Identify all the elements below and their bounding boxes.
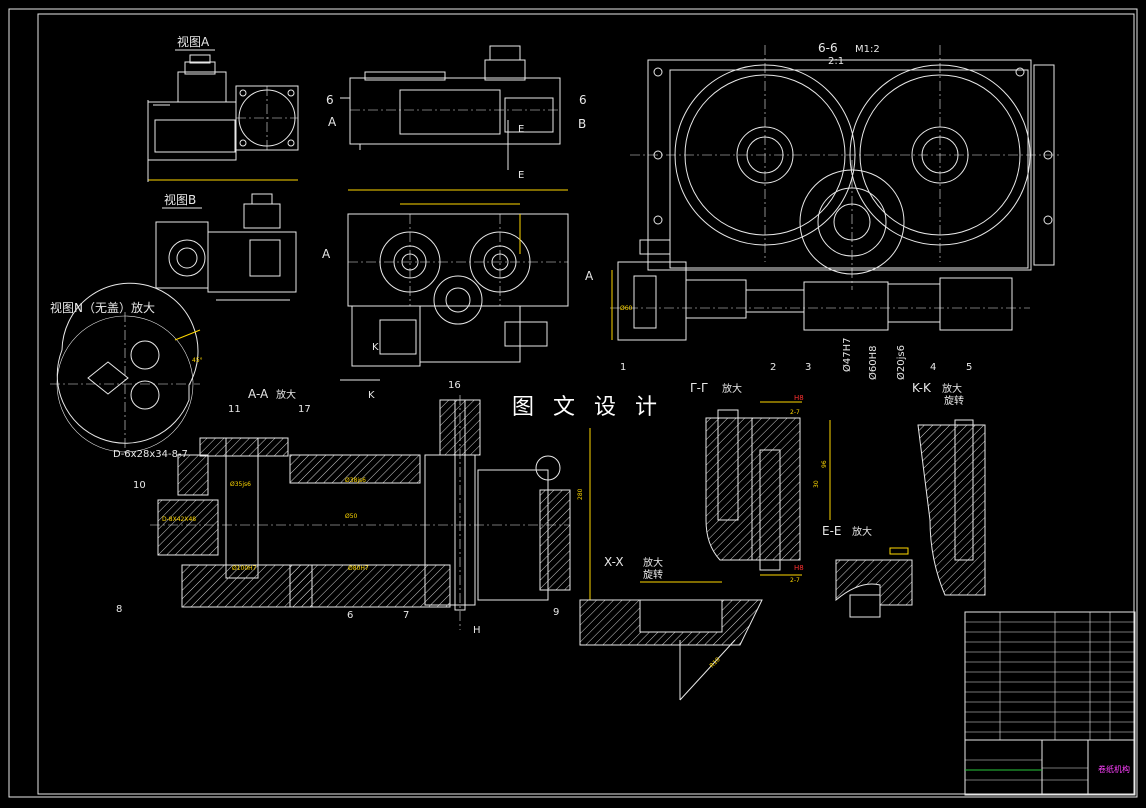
section-ee: E-E 放大 (822, 524, 913, 618)
part-4: 4 (930, 362, 936, 373)
section-kk-rotate: 旋转 (944, 394, 964, 407)
mark-six-left: 6 (326, 93, 334, 107)
section-gamma: Γ-Γ 放大 H8 2-7 H8 2-7 96 30 (690, 381, 831, 584)
part-5: 5 (966, 362, 972, 373)
dim-h8-top: H8 (794, 394, 804, 402)
view-n-label: 视图N（无盖）放大 (50, 300, 155, 315)
part-10: 10 (133, 480, 146, 491)
mark-a-left: A (328, 115, 337, 129)
view-a-label: 视图A (177, 34, 210, 49)
section-66-label: 6-6 (818, 41, 838, 55)
dim-d60: Ø60 (620, 305, 633, 312)
dim-r10: R10 (708, 656, 721, 669)
section-kk-detail: 放大 旋转 (917, 382, 986, 596)
part-3: 3 (805, 362, 811, 373)
parts-list (964, 611, 1136, 741)
part-11: 11 (228, 404, 241, 415)
section-66-scale: M1:2 (855, 44, 880, 55)
section-gg-enlarge: 放大 (722, 382, 742, 395)
view-b-label: 视图B (164, 192, 196, 207)
title-name: 卷纸机构 (1098, 764, 1130, 774)
drawing-border (8, 8, 1138, 798)
mark-b: B (578, 117, 586, 131)
view-n: 视图N（无盖）放大 45° (50, 282, 203, 456)
section-aa-enlarge: 放大 (276, 388, 296, 401)
dim-d35: Ø35js6 (230, 481, 251, 488)
dim-d47h7: Ø47H7 (841, 338, 853, 372)
mark-k-side: K (372, 342, 379, 353)
section-6-6: 6-6 M1:2 2:1 (630, 41, 1060, 290)
mark-a-plan-left: A (322, 247, 331, 261)
watermark: 图 文 设 计 (512, 395, 663, 420)
part-2: 2 (770, 362, 776, 373)
section-xx: X-X 放大 旋转 R10 (579, 555, 763, 701)
part-16: 16 (448, 380, 461, 391)
part-6: 6 (347, 610, 353, 621)
front-elevation: 6 6 A B E E (326, 45, 587, 181)
section-kk-enlarge: 放大 (942, 382, 962, 395)
section-kk-label: K-K (912, 381, 932, 395)
section-xx-rotate: 旋转 (643, 568, 663, 581)
section-ee-enlarge: 放大 (852, 525, 872, 538)
mark-e-bottom: E (518, 170, 524, 181)
dim-d80h7: Ø80H7 (348, 565, 369, 572)
part-8: 8 (116, 604, 122, 615)
part-9: 9 (553, 607, 559, 618)
mark-a-plan-right: A (585, 269, 594, 283)
dim-d50: Ø50 (345, 513, 358, 520)
dim-spline: D-6x28x34-8-7 (113, 449, 188, 460)
mark-h: H (473, 625, 481, 636)
part-1: 1 (620, 362, 626, 373)
dim-f7-top: 2-7 (790, 409, 800, 416)
inner-frame (37, 13, 1135, 795)
section-ee-label: E-E (822, 524, 842, 538)
section-a-a: A-A 放大 D-6x28x34-8-7 D-8X42X48 Ø35js6 Ø3… (113, 380, 591, 636)
dim-spline2: D-8X42X48 (162, 516, 196, 523)
title-block: 卷纸机构 (964, 611, 1136, 796)
section-xx-enlarge: 放大 (643, 556, 663, 569)
dim-f7-bottom: 2-7 (790, 577, 800, 584)
dim-d38: Ø38js6 (345, 477, 366, 484)
mark-e-top: E (518, 124, 524, 135)
section-xx-label: X-X (604, 555, 624, 569)
shaft-assembly: Ø60 Ø47H7 Ø60H8 Ø20js6 1 2 3 4 5 K-K (610, 239, 1030, 395)
part-7: 7 (403, 610, 409, 621)
mark-k-bottom: K (368, 390, 375, 401)
mark-six-right: 6 (579, 93, 587, 107)
plan-view: K K A A (322, 189, 594, 401)
section-gg-label: Γ-Γ (690, 381, 708, 395)
section-66-ratio: 2:1 (828, 56, 844, 67)
section-aa-label: A-A (248, 387, 269, 401)
dim-d60h8: Ø60H8 (867, 346, 879, 380)
view-a: 视图A (147, 34, 299, 182)
dim-d280: 280 (577, 488, 584, 500)
dim-d100h7: Ø100H7 (232, 565, 257, 572)
dim-30: 30 (813, 480, 820, 488)
part-17: 17 (298, 404, 311, 415)
view-b: 视图B (155, 192, 297, 301)
dim-d20js6: Ø20js6 (895, 345, 907, 380)
dim-h8-bottom: H8 (794, 564, 804, 572)
angle-label: 45° (192, 357, 203, 364)
dim-96: 96 (821, 460, 828, 468)
